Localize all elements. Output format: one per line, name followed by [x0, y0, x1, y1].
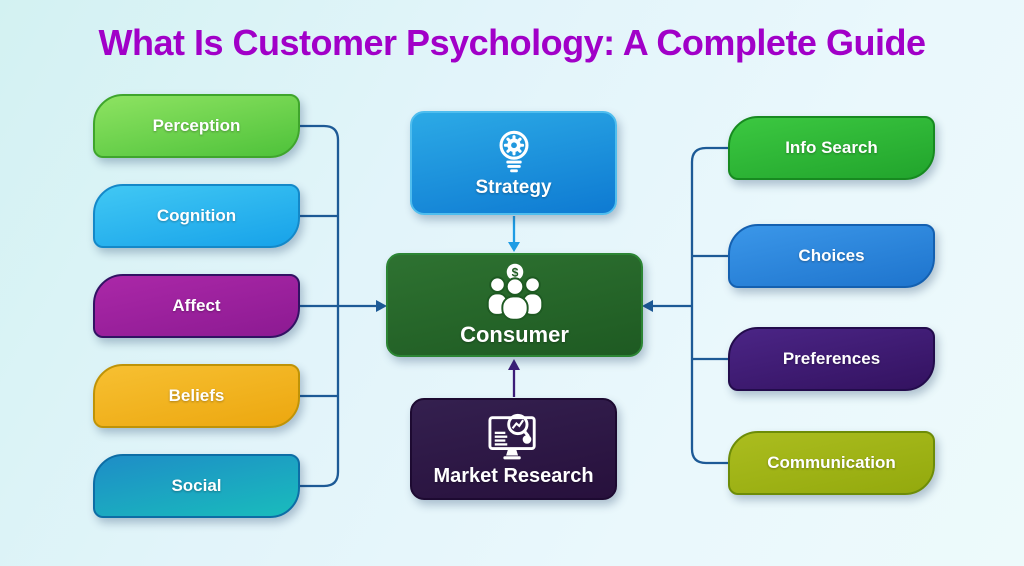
- node-label: Beliefs: [168, 386, 225, 405]
- node-affect: Affect: [93, 274, 300, 338]
- node-communication: Communication: [728, 431, 935, 495]
- node-choices: Choices: [728, 224, 935, 288]
- lightbulb-gear-icon: [499, 130, 528, 173]
- node-label: Social: [171, 476, 222, 495]
- consumer-group-icon: $: [486, 263, 543, 320]
- node-label: Perception: [152, 116, 241, 135]
- node-consumer: $ Consumer: [386, 253, 643, 357]
- node-label: Preferences: [782, 349, 881, 368]
- node-label: Choices: [798, 246, 865, 265]
- node-label: Strategy: [475, 177, 552, 198]
- node-label: Info Search: [785, 138, 878, 157]
- node-preferences: Preferences: [728, 327, 935, 391]
- people-silhouettes: [486, 275, 543, 320]
- market-research-monitor-icon: [487, 413, 536, 459]
- node-strategy: Strategy: [410, 111, 617, 215]
- node-info-search: Info Search: [728, 116, 935, 180]
- node-label: Cognition: [156, 206, 237, 225]
- research-arrowhead-icon: [508, 359, 520, 370]
- node-beliefs: Beliefs: [93, 364, 300, 428]
- strategy-arrowhead-icon: [508, 242, 520, 252]
- node-label: Affect: [172, 296, 221, 315]
- node-label: Communication: [767, 453, 896, 472]
- node-cognition: Cognition: [93, 184, 300, 248]
- node-label: Consumer: [460, 321, 569, 347]
- node-perception: Perception: [93, 94, 300, 158]
- right-arrowhead-icon: [642, 300, 653, 312]
- svg-text:$: $: [511, 265, 518, 279]
- right-tree-connector: [690, 146, 733, 465]
- node-label: Market Research: [433, 464, 594, 487]
- node-social: Social: [93, 454, 300, 518]
- node-market-research: Market Research: [410, 398, 617, 500]
- page-title: What Is Customer Psychology: A Complete …: [98, 22, 926, 63]
- left-arrowhead-icon: [376, 300, 387, 312]
